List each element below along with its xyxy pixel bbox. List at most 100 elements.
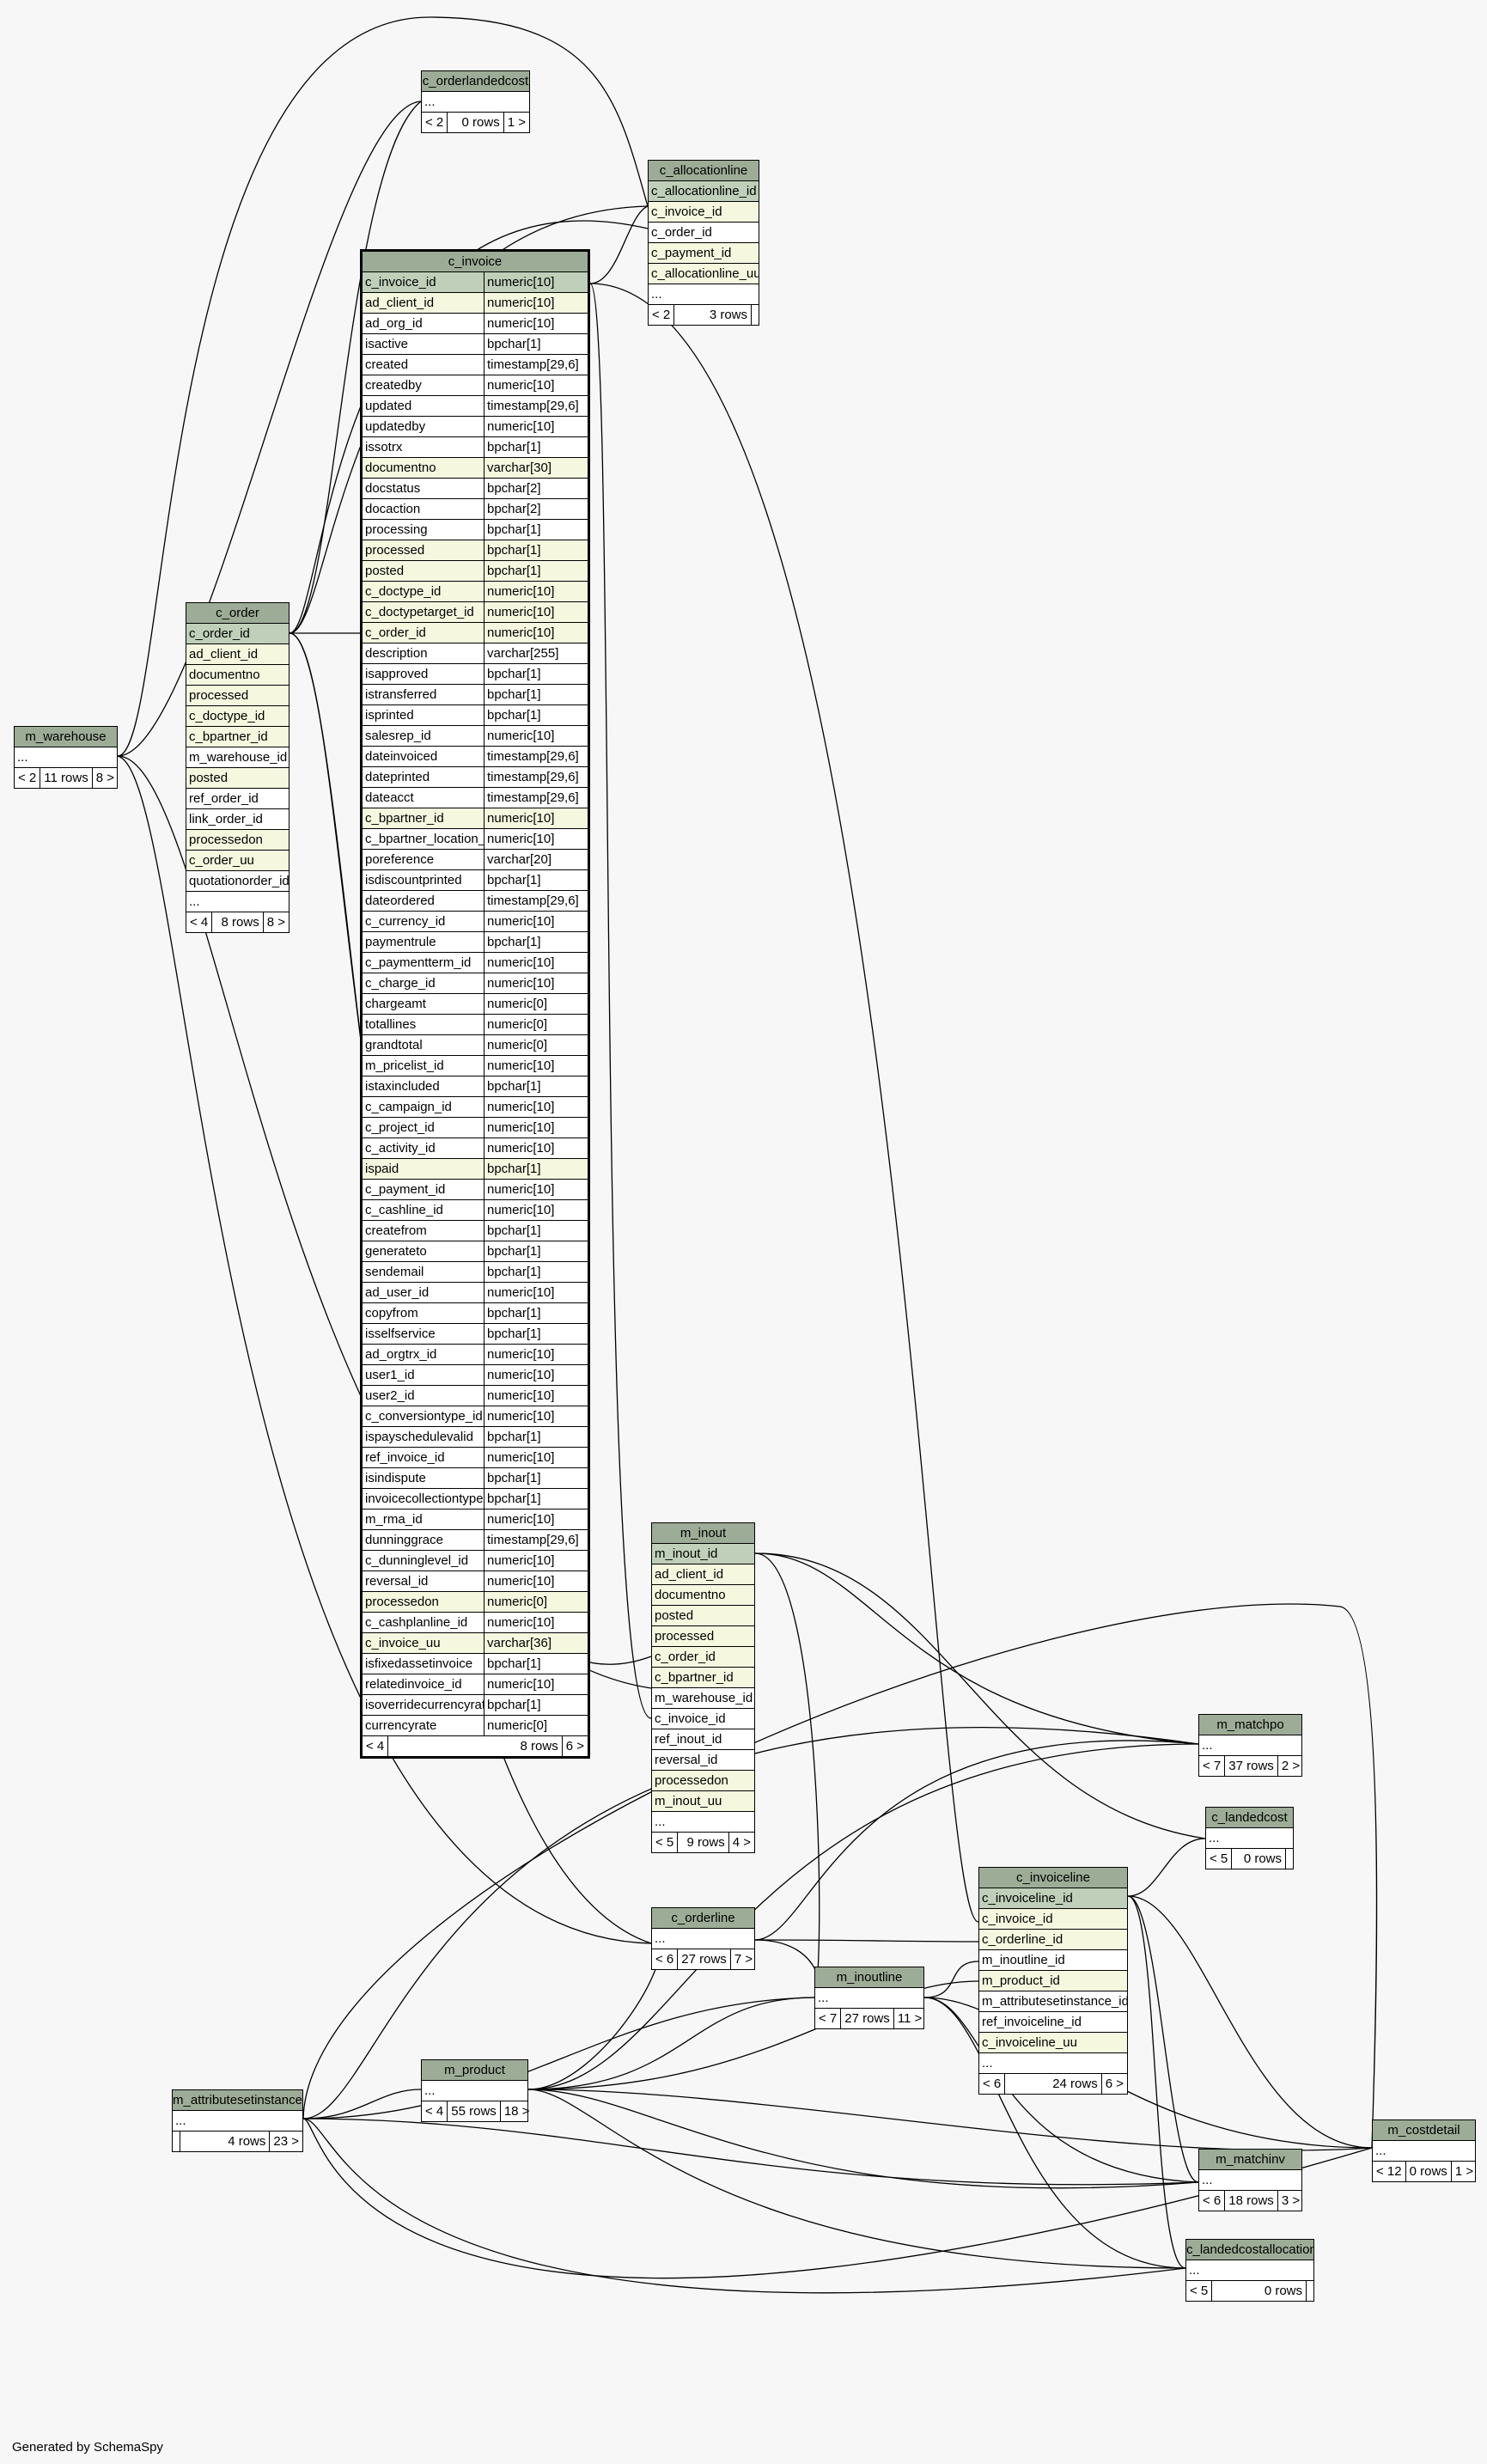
table-header[interactable]: m_warehouse (15, 727, 117, 747)
footer-parents[interactable]: < 6 (1199, 2191, 1226, 2211)
table-header[interactable]: c_orderline (652, 1908, 754, 1929)
footer-children[interactable]: 1 > (1454, 2164, 1474, 2179)
column-row[interactable]: c_bpartner_id (652, 1668, 754, 1688)
footer-parents[interactable] (173, 2132, 180, 2151)
column-row[interactable]: c_allocationline_uu (649, 264, 759, 284)
footer-parents[interactable]: < 4 (422, 2101, 448, 2121)
footer-parents[interactable]: < 5 (652, 1833, 679, 1852)
column-row[interactable]: reversal_id (652, 1750, 754, 1771)
table-header[interactable]: m_matchinv (1199, 2150, 1301, 2170)
column-row[interactable]: ref_invoiceline_id (979, 2012, 1127, 2033)
column-row[interactable]: c_doctype_id (186, 706, 289, 727)
column-row[interactable]: c_invoice_id (649, 202, 759, 223)
footer-children[interactable]: 23 > (273, 2134, 299, 2149)
column-row[interactable]: c_payment_id (649, 243, 759, 264)
footer-children[interactable]: 2 > (1281, 1759, 1301, 1773)
footer-parents[interactable]: < 2 (649, 305, 675, 325)
footer-children[interactable]: 3 > (1281, 2193, 1301, 2208)
column-row[interactable]: m_product_id (979, 1971, 1127, 1991)
table-header[interactable]: c_landedcost (1206, 1808, 1293, 1828)
column-row[interactable]: c_bpartner_id (186, 727, 289, 747)
column-row[interactable]: ref_inout_id (652, 1729, 754, 1750)
footer-parents[interactable]: < 4 (186, 912, 213, 932)
column-row[interactable]: c_order_id (186, 624, 289, 644)
footer-children[interactable] (1307, 2281, 1313, 2301)
table-header[interactable]: m_product (422, 2060, 527, 2081)
column-row[interactable]: ... (186, 892, 289, 912)
table-header[interactable]: m_attributesetinstance (173, 2090, 302, 2111)
column-row[interactable]: ... (15, 747, 117, 768)
footer-children[interactable]: 11 > (897, 2011, 923, 2026)
footer-parents[interactable]: < 2 (422, 113, 448, 132)
column-row[interactable]: m_inout_uu (652, 1791, 754, 1812)
footer-parents[interactable]: < 4 (363, 1736, 389, 1756)
column-row[interactable]: ... (422, 92, 529, 113)
column-row[interactable]: m_inoutline_id (979, 1950, 1127, 1971)
column-row[interactable]: ... (422, 2081, 527, 2101)
column-row[interactable]: c_invoiceline_id (979, 1888, 1127, 1909)
column-row[interactable]: ad_client_id (186, 644, 289, 665)
column-row[interactable]: c_invoiceline_uu (979, 2033, 1127, 2053)
column-row[interactable]: ... (1186, 2260, 1313, 2281)
column-row[interactable]: ... (1199, 2170, 1301, 2191)
column-row[interactable]: m_attributesetinstance_id (979, 1991, 1127, 2012)
footer-children[interactable]: 7 > (734, 1952, 753, 1967)
column-row[interactable]: documentno (652, 1585, 754, 1606)
column-row[interactable]: m_warehouse_id (652, 1688, 754, 1709)
table-header[interactable]: m_inoutline (815, 1967, 923, 1988)
table-header[interactable]: c_invoice (363, 252, 588, 272)
table-header[interactable]: c_orderlandedcost (422, 71, 529, 92)
footer-children[interactable]: 18 > (503, 2104, 530, 2119)
column-row[interactable]: processedon (652, 1771, 754, 1791)
column-row[interactable]: quotationorder_id (186, 871, 289, 892)
footer-children[interactable]: 1 > (507, 115, 526, 130)
footer-parents[interactable]: < 7 (1199, 1756, 1226, 1776)
footer-parents[interactable]: < 12 (1373, 2162, 1406, 2181)
column-row[interactable]: c_order_id (652, 1647, 754, 1668)
column-row[interactable]: documentno (186, 665, 289, 686)
column-row[interactable]: ... (1206, 1828, 1293, 1849)
column-row[interactable]: link_order_id (186, 809, 289, 830)
column-row[interactable]: c_order_uu (186, 851, 289, 871)
footer-children[interactable]: 8 > (95, 771, 114, 785)
column-row[interactable]: c_orderline_id (979, 1930, 1127, 1950)
footer-parents[interactable]: < 6 (652, 1949, 679, 1969)
footer-children[interactable]: 4 > (732, 1835, 751, 1850)
